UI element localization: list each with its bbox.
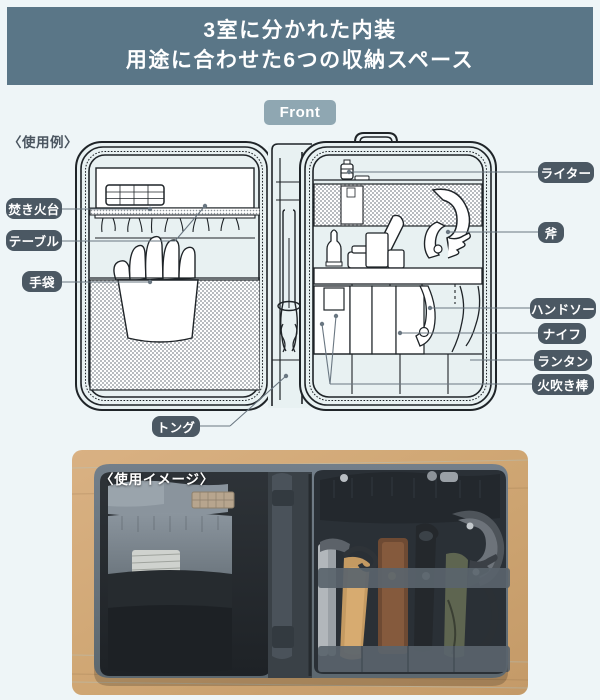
usage-photo <box>72 450 528 695</box>
photo-straps <box>318 568 510 672</box>
label-tebukuro: 手袋 <box>22 271 62 292</box>
table-item <box>94 214 256 239</box>
fire-pit-item <box>105 184 165 206</box>
usage-photo-illustration <box>72 450 528 695</box>
elastic-strap <box>313 267 483 304</box>
bag-interior-diagram <box>62 132 538 427</box>
label-knife: ナイフ <box>538 323 586 344</box>
lower-tool-slots <box>313 285 482 394</box>
label-handsaw: ハンドソー <box>530 298 596 319</box>
label-lighter: ライター <box>538 162 594 183</box>
label-tongs: トング <box>152 416 200 437</box>
leader-lines <box>62 169 538 427</box>
label-ono: 斧 <box>538 222 564 243</box>
usage-photo-caption: 〈使用イメージ〉 <box>100 472 215 487</box>
header-title-line-2: 用途に合わせた6つの収納スペース <box>125 49 475 72</box>
lighter-item <box>340 159 370 181</box>
front-badge: Front <box>264 100 336 125</box>
axe-item <box>423 188 471 259</box>
header-banner: 3室に分かれた内装 用途に合わせた6つの収納スペース <box>7 7 593 85</box>
photo-grid-item <box>191 491 235 509</box>
label-takibidai: 焚き火台 <box>6 198 62 219</box>
tongs-item <box>277 209 301 353</box>
label-hifukibou: 火吹き棒 <box>532 374 594 395</box>
usage-example-title: 〈使用例〉 <box>8 135 78 150</box>
left-mesh-pocket <box>89 279 260 391</box>
header-title-line-1: 3室に分かれた内装 <box>203 19 397 43</box>
upper-tool-row <box>325 229 405 269</box>
label-lantern: ランタン <box>534 350 592 371</box>
label-table: テーブル <box>6 230 62 251</box>
left-top-pocket <box>95 167 255 209</box>
